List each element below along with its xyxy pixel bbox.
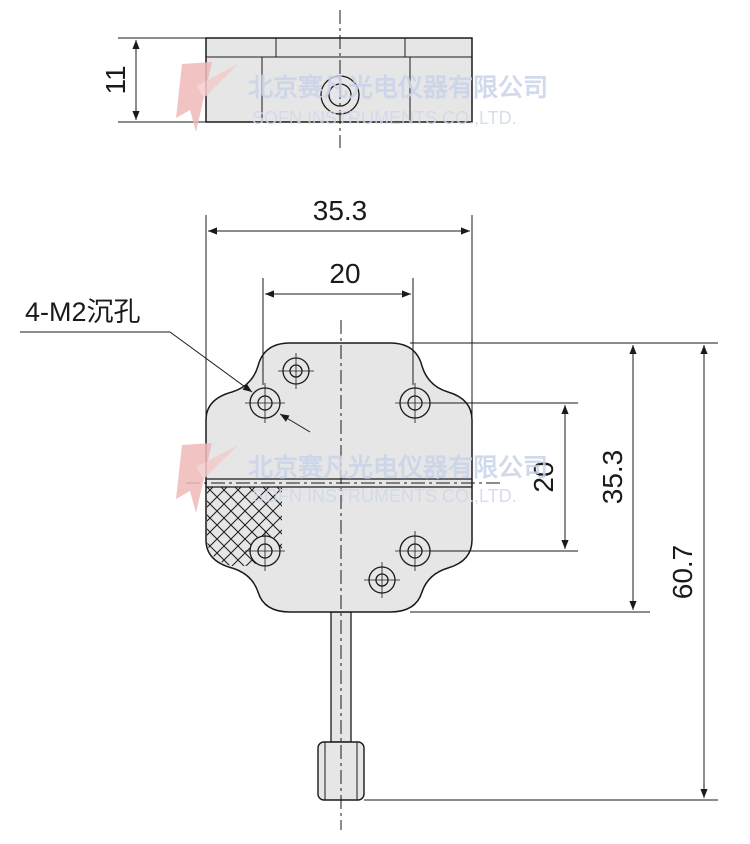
watermark-cn: 北京赛凡光电仪器有限公司 [248, 453, 548, 482]
front-view: 35.3 20 4-M2沉孔 20 35.3 60.7 [20, 195, 718, 830]
logo-icon-accent [196, 445, 238, 479]
length-label: 60.7 [667, 545, 698, 600]
hole-callout-label: 4-M2沉孔 [25, 297, 141, 327]
logo-icon-accent [196, 64, 238, 98]
width-label: 35.3 [313, 195, 368, 226]
hole-callout-leader [169, 331, 253, 393]
watermark-middle: 北京赛凡光电仪器有限公司 SOFN INSTRUMENTS CO.,LTD. [176, 443, 548, 513]
height-label: 35.3 [597, 450, 628, 505]
logo-icon [176, 443, 212, 513]
hole-bottom-left [245, 531, 285, 571]
hole-callout-arrow [279, 413, 311, 433]
fixing-hole-bottom [364, 562, 400, 598]
thickness-label: 11 [100, 65, 131, 94]
watermark-en: SOFN INSTRUMENTS CO.,LTD. [252, 108, 517, 128]
hole-spacing-v-label: 20 [528, 461, 559, 492]
logo-icon [176, 62, 212, 132]
watermark-en: SOFN INSTRUMENTS CO.,LTD. [252, 486, 517, 506]
top-view-slot [261, 56, 411, 123]
hole-bottom-right [395, 531, 435, 571]
hole-top-left [245, 383, 285, 423]
watermark-top: 北京赛凡光电仪器有限公司 SOFN INSTRUMENTS CO.,LTD. [176, 62, 548, 132]
hole-spacing-h-label: 20 [329, 258, 360, 289]
fixing-hole-top [278, 353, 314, 389]
watermark-cn: 北京赛凡光电仪器有限公司 [248, 73, 548, 102]
top-view: 11 [100, 10, 473, 148]
